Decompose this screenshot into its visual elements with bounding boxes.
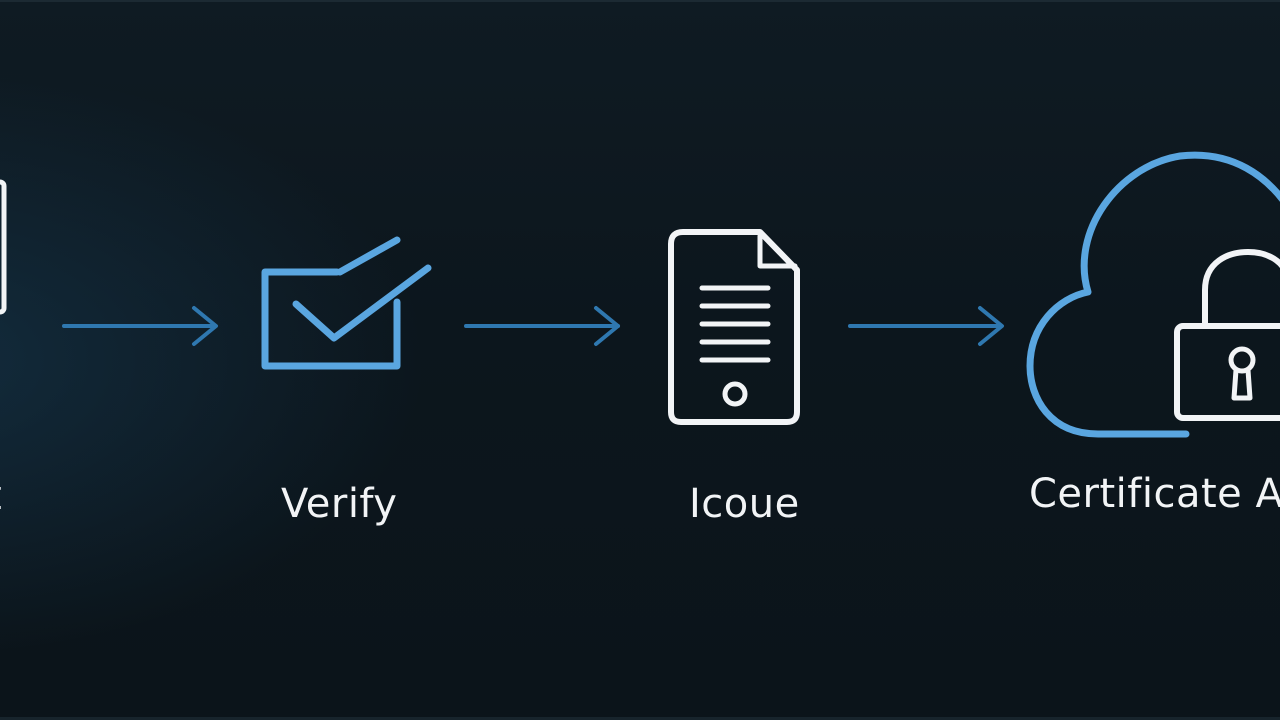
- cloud-lock-icon: [1026, 151, 1280, 438]
- arrow-right-icon: [62, 306, 218, 346]
- document-icon: [668, 229, 800, 425]
- arrow-right-icon: [464, 306, 620, 346]
- bottom-border: [0, 717, 1280, 720]
- top-border: [0, 0, 1280, 2]
- request-partial-icon: [0, 179, 7, 315]
- step-label-request: t: [0, 476, 2, 516]
- arrow-right-icon: [848, 306, 1004, 346]
- checkbox-check-icon: [261, 236, 432, 370]
- step-label-issue: Icoue: [689, 481, 800, 527]
- step-label-certificate: Certificate A: [1029, 471, 1280, 517]
- step-label-verify: Verify: [281, 481, 398, 527]
